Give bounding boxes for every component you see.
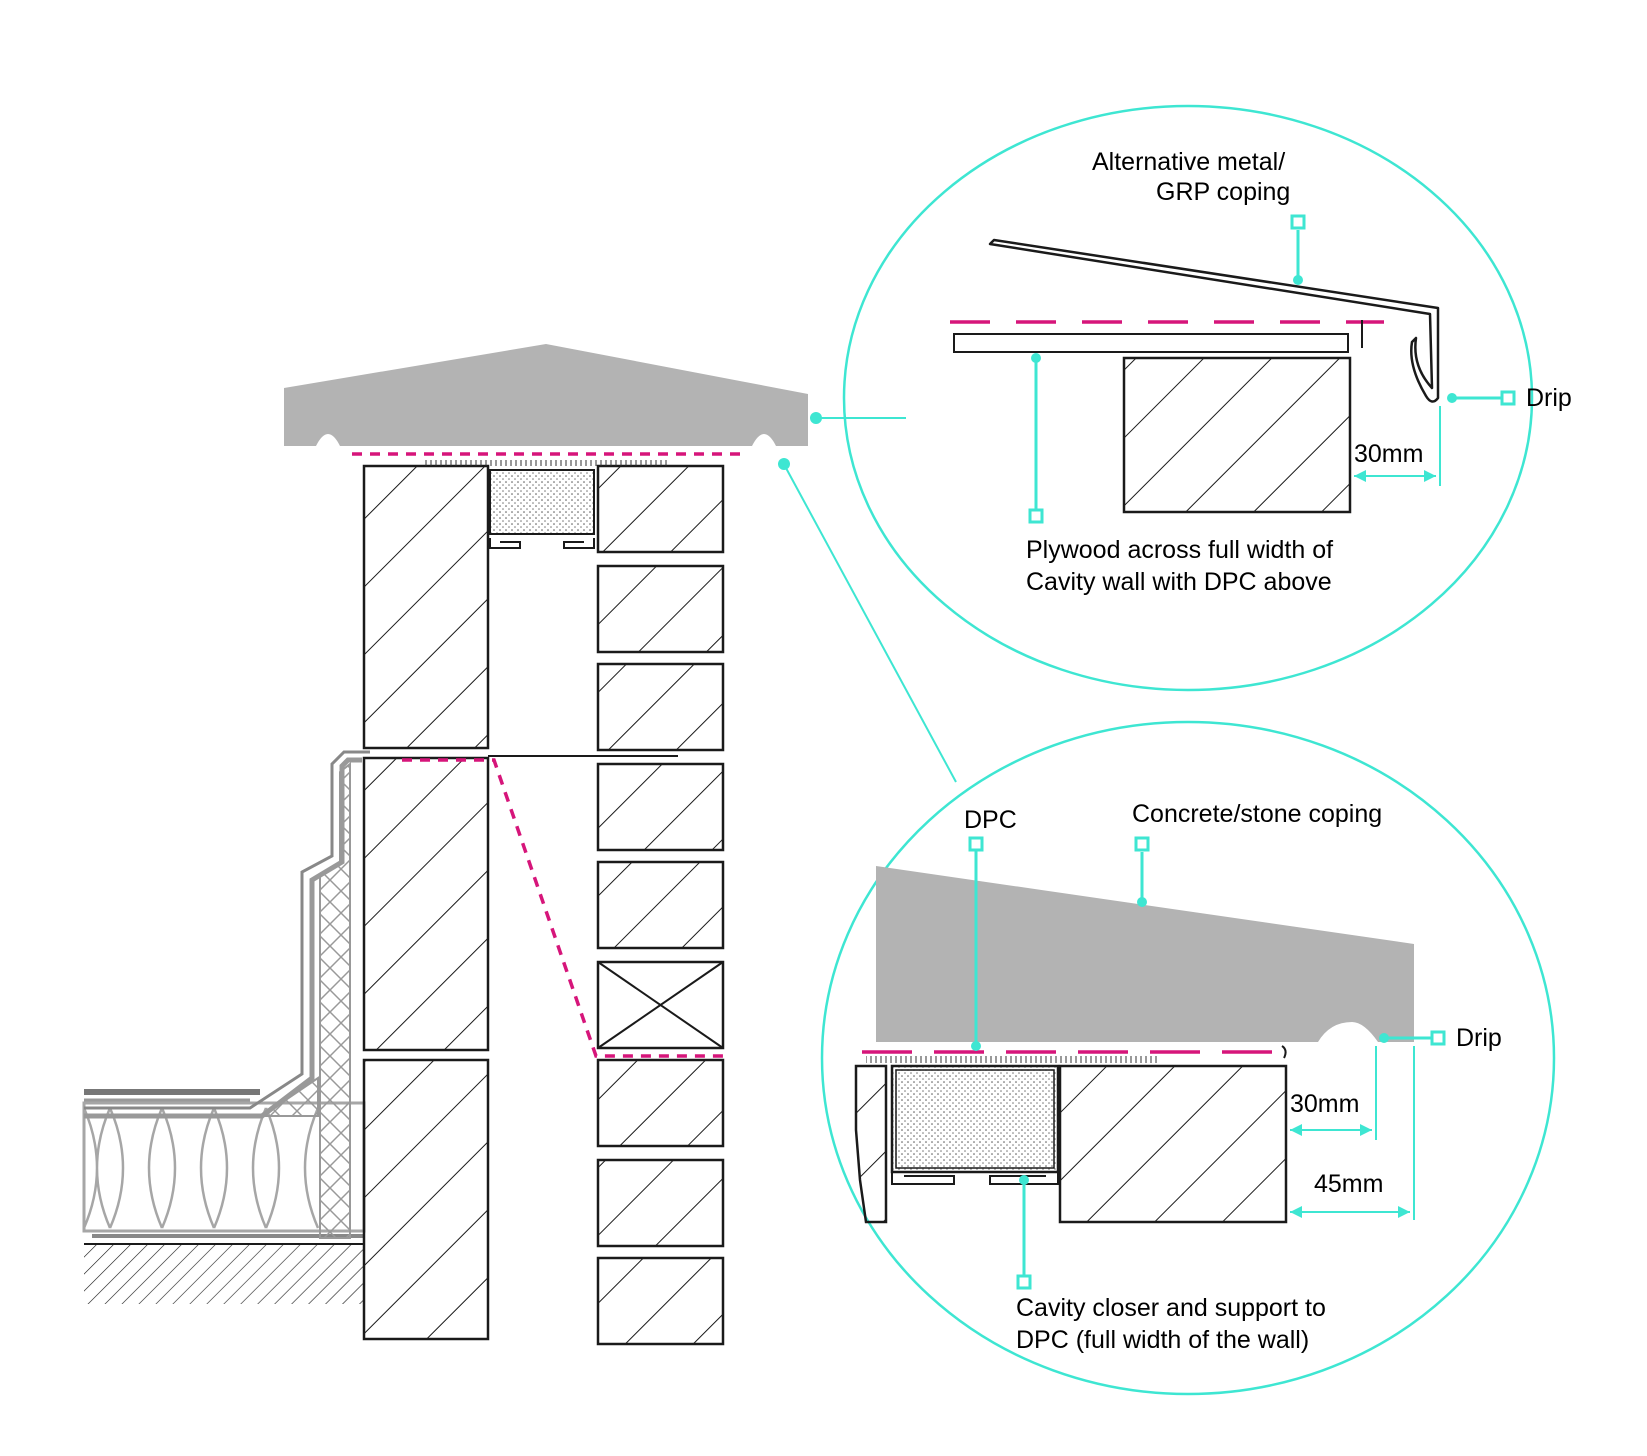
bottom-inner-leaf xyxy=(1058,1064,1288,1224)
bottom-outer-leaf xyxy=(854,1064,888,1224)
leader-dot-bottom xyxy=(778,458,790,470)
main-coping xyxy=(284,344,808,446)
dim-30mm-bottom: 30mm xyxy=(1290,1090,1359,1118)
roof-insulation xyxy=(82,1089,366,1238)
plywood-board xyxy=(953,333,1349,353)
dim-45mm-bottom: 45mm xyxy=(1314,1170,1383,1198)
detail-top: Alternative metal/ GRP coping Drip 30mm … xyxy=(842,104,1572,692)
concrete-coping-label: Concrete/stone coping xyxy=(1132,800,1382,828)
metal-coping xyxy=(988,238,1440,403)
drip-label-bottom: Drip xyxy=(1456,1024,1502,1052)
plywood-label-2: Cavity wall with DPC above xyxy=(1026,568,1332,596)
inner-leaf xyxy=(362,464,490,1341)
dpc-label: DPC xyxy=(964,806,1017,834)
closer-label-1: Cavity closer and support to xyxy=(1016,1294,1326,1322)
closer-label-2: DPC (full width of the wall) xyxy=(1016,1326,1309,1354)
metal-coping-label-1: Alternative metal/ xyxy=(1092,148,1285,176)
leader-dot-top xyxy=(810,412,822,424)
cavity-closer-detail xyxy=(890,1064,1060,1185)
top-wall-block xyxy=(1122,356,1352,514)
plywood-label-1: Plywood across full width of xyxy=(1026,536,1333,564)
cavity-closer-main xyxy=(424,460,668,549)
callout-leaders xyxy=(785,417,957,783)
concrete-coping xyxy=(876,866,1414,1042)
main-section xyxy=(82,344,808,1346)
outer-leaf xyxy=(596,464,725,1346)
dim-30mm-top: 30mm xyxy=(1354,440,1423,468)
detail-top-outline xyxy=(842,104,1534,692)
detail-bottom-outline xyxy=(820,720,1556,1396)
upstand-insulation xyxy=(84,750,370,1239)
dpc-main xyxy=(352,452,748,1058)
drip-label-top: Drip xyxy=(1526,384,1572,412)
metal-coping-label-2: GRP coping xyxy=(1156,178,1290,206)
ground-hatch xyxy=(84,1244,364,1304)
detail-bottom: DPC Concrete/stone coping Drip 30mm 45mm… xyxy=(820,720,1556,1396)
